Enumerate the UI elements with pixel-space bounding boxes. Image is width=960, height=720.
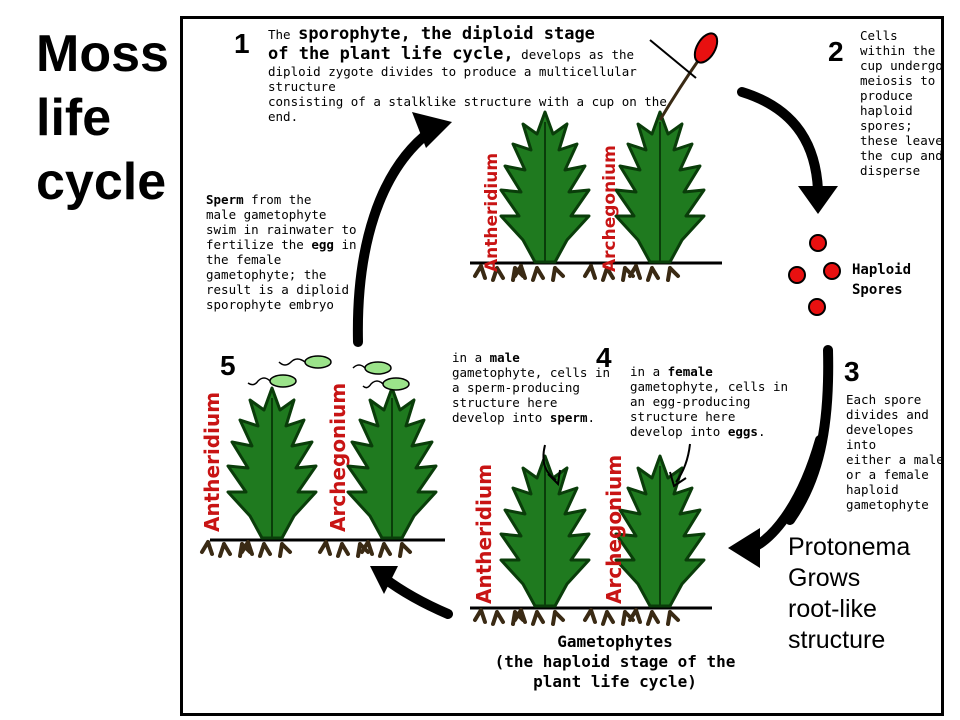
sporophyte-stalk — [658, 57, 702, 121]
step-number-1: 1 — [234, 28, 250, 59]
gametophytes-caption: Gametophytes (the haploid stage of the p… — [494, 632, 736, 691]
left-archegonium-label: Archegonium — [326, 382, 350, 532]
step4-female-description: in a female gametophyte, cells in an egg… — [630, 364, 789, 439]
top-plants — [470, 32, 722, 282]
left-antheridium-label: Antheridium — [200, 391, 224, 532]
step4-male-description: in a male gametophyte, cells in a sperm-… — [452, 350, 611, 425]
top-antheridium-plant — [499, 110, 591, 264]
bottom-antheridium-label: Antheridium — [472, 463, 496, 604]
haploid-spores — [788, 234, 841, 316]
fertilization-plants — [200, 355, 445, 558]
protonema-note: Protonema Grows root-like structure — [788, 533, 911, 654]
sperm-cells — [247, 355, 410, 391]
top-antheridium-label: Antheridium — [482, 152, 502, 272]
haploid-spores-label: Haploid Spores — [852, 262, 912, 298]
step-number-2: 2 — [828, 36, 844, 67]
bottom-archegonium-label: Archegonium — [602, 454, 626, 604]
step-number-3: 3 — [844, 356, 860, 387]
step-number-4: 4 — [596, 342, 612, 373]
top-archegonium-label: Archegonium — [600, 145, 620, 272]
page-title: Moss life cycle — [36, 25, 169, 211]
step3-description: Each spore divides and developes into ei… — [846, 392, 944, 512]
step-number-5: 5 — [220, 350, 236, 381]
diagram-frame — [180, 16, 944, 716]
sporophyte-capsule — [693, 32, 719, 64]
top-archegonium-plant — [614, 110, 706, 264]
step5-description: Sperm from the male gametophyte swim in … — [206, 192, 357, 312]
step2-description: Cells within the cup undergo meiosis to … — [860, 28, 943, 178]
step1-description: The sporophyte, the diploid stage of the… — [268, 24, 667, 124]
cycle-arrows — [352, 87, 838, 619]
gametophyte-plants — [470, 443, 712, 626]
